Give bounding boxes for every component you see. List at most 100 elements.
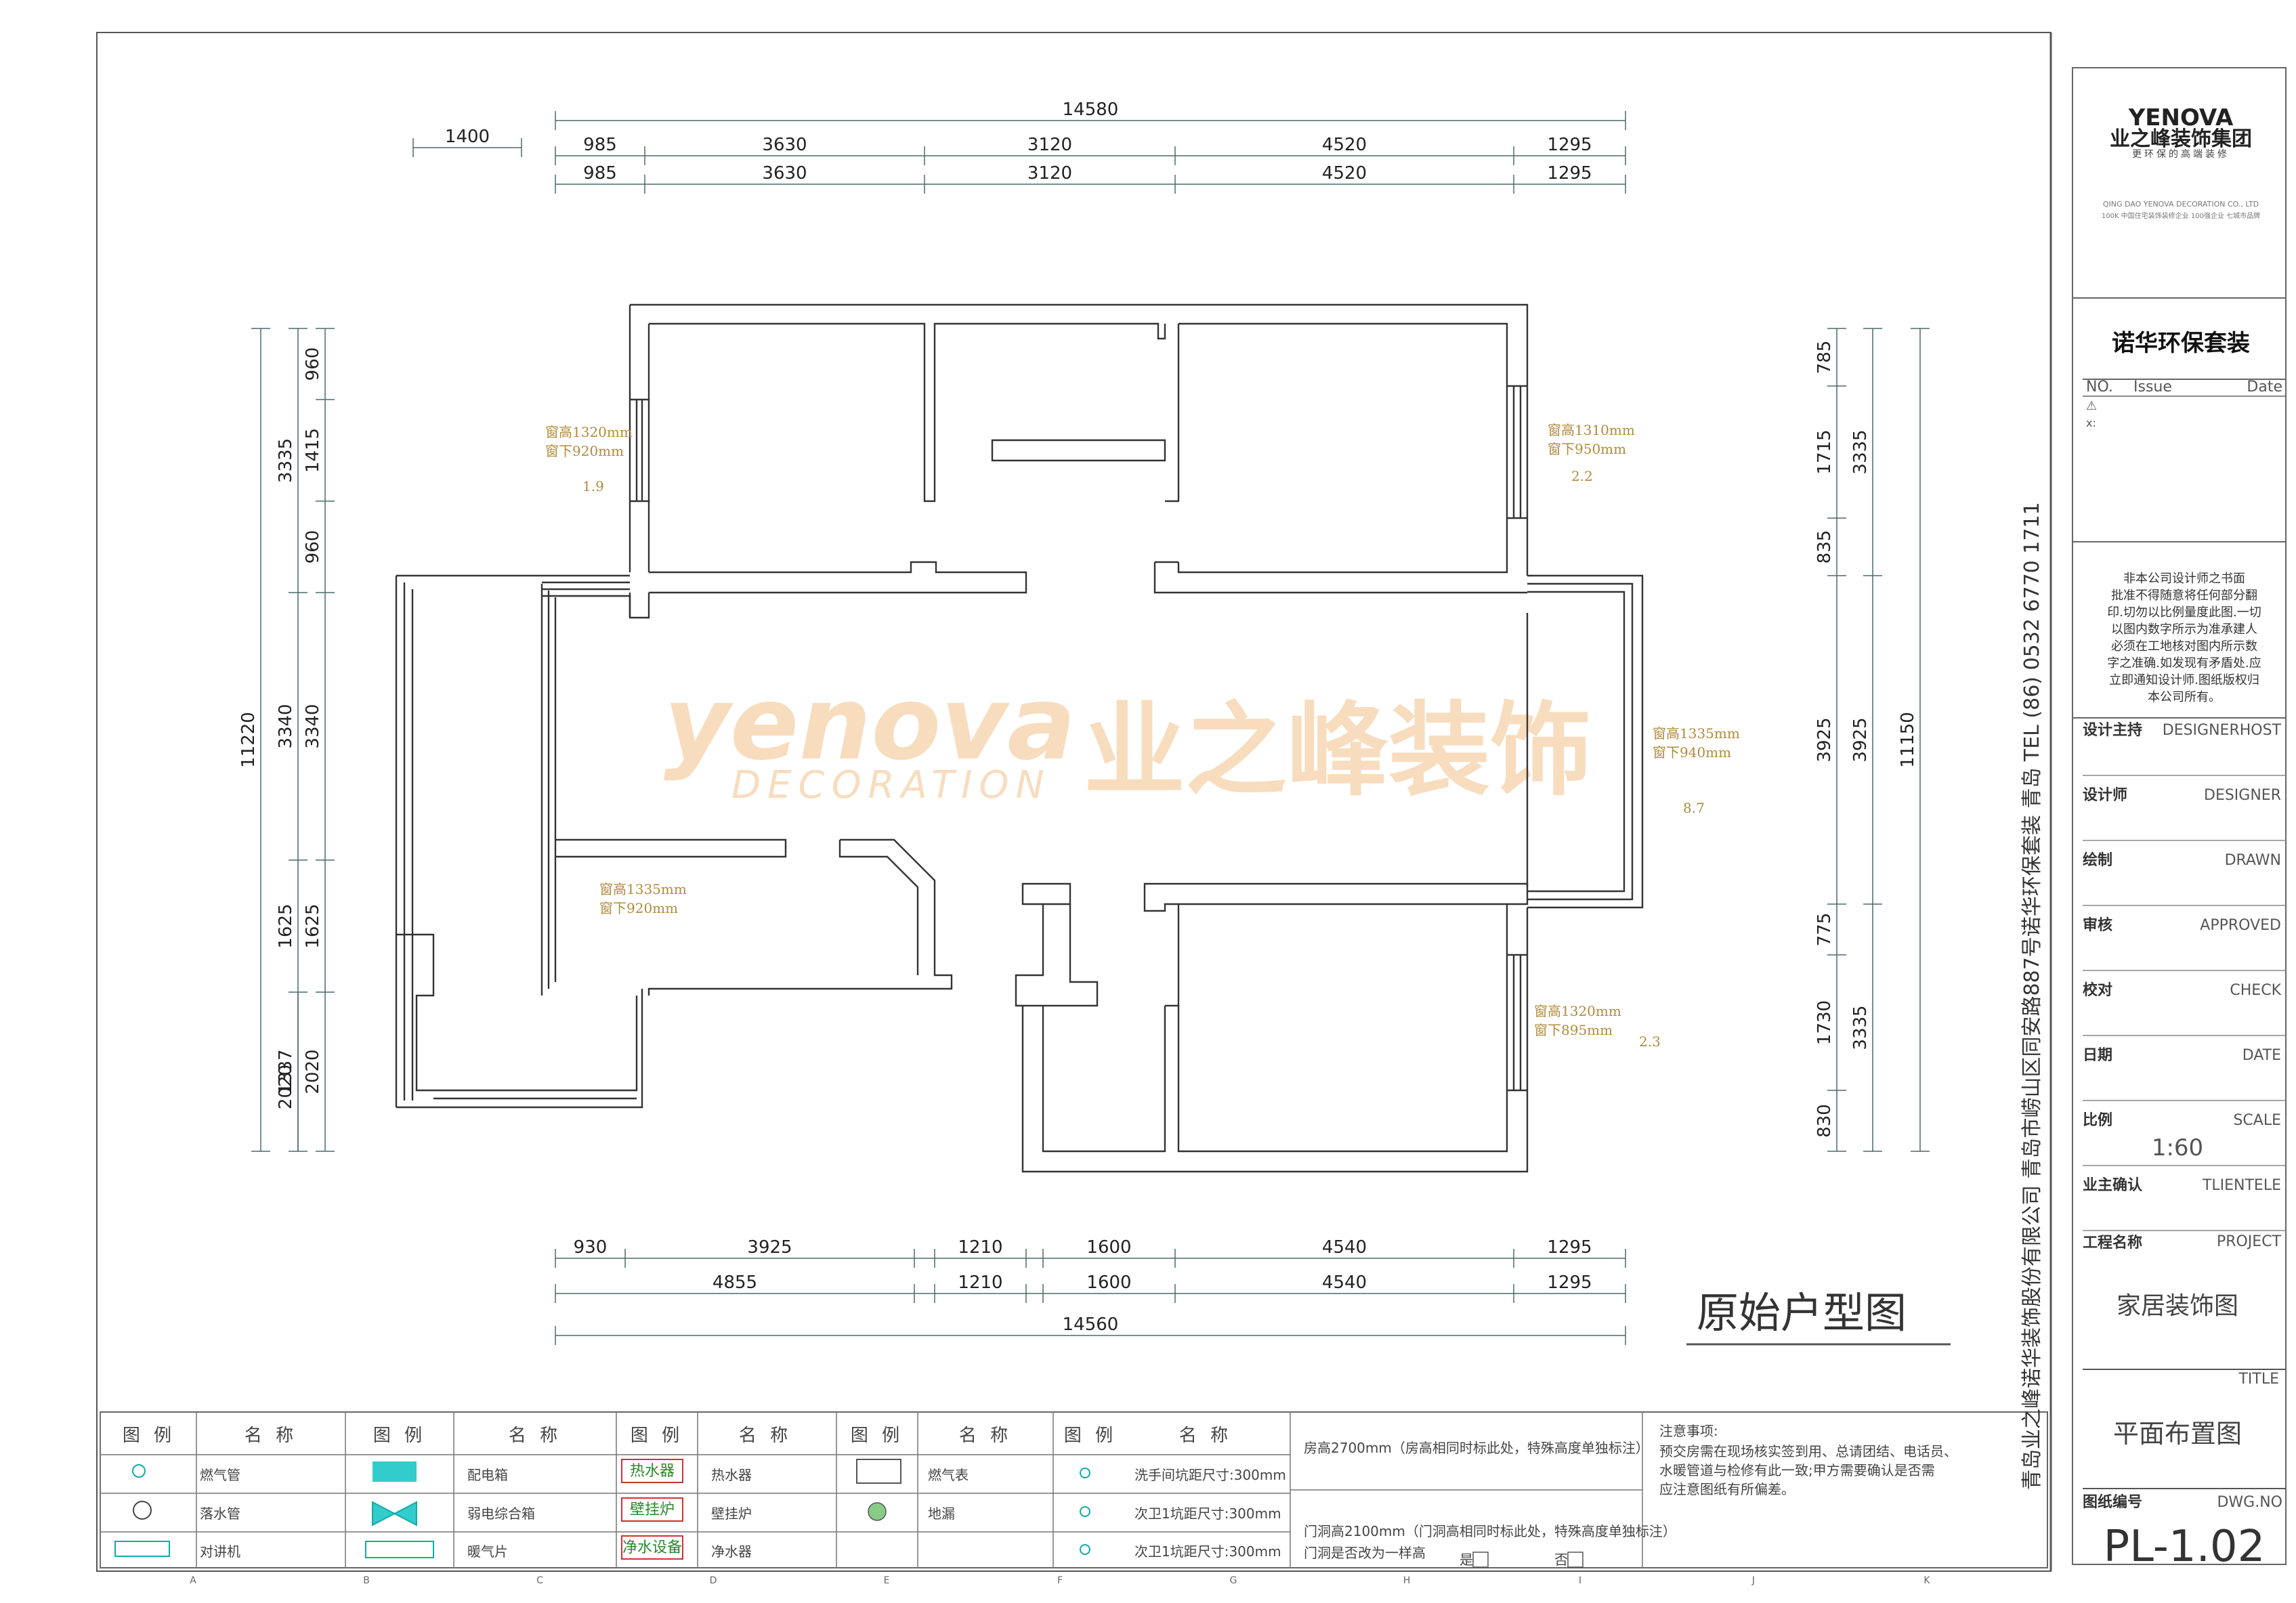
legend-boxed-frame-2: [621, 1497, 683, 1522]
radiator-icon: [365, 1541, 434, 1558]
dim-bottom-row1-label: 4540: [1322, 1237, 1367, 1258]
title-block-frame: [2072, 67, 2287, 1565]
room-area-5: 2.3: [1639, 1033, 1661, 1050]
dim-bottom-row2-label: 4540: [1322, 1273, 1367, 1293]
dim-left-overall-label: 11220: [238, 712, 259, 768]
dim-bottom-row1-label: 3925: [747, 1237, 792, 1258]
grid-letter-J: J: [1751, 1575, 1755, 1586]
dim-bottom-overall-label: 14560: [1063, 1315, 1119, 1335]
yes-label: 是: [1460, 1552, 1473, 1568]
window-height-5: 窗高1320mm: [1534, 1003, 1621, 1019]
title-row-cn-4: 审核: [2083, 916, 2112, 934]
drawing-no-label-cn: 图纸编号: [2083, 1493, 2142, 1511]
project-value: 家居装饰图: [2117, 1292, 2238, 1320]
issue-date: Date: [2247, 379, 2282, 396]
issue-label: Issue: [2133, 379, 2172, 396]
dim-right-col1-label: 775: [1814, 913, 1835, 947]
dim-bottom-row1-label: 1295: [1547, 1237, 1592, 1258]
legend-name-a-3: 对讲机: [200, 1543, 240, 1560]
dim-left-col1-label: 1625: [276, 903, 296, 948]
dim-right-col2-label: 3335: [1850, 429, 1871, 474]
dim-left-col2-label: 960: [303, 347, 323, 381]
window-sill-5: 窗下895mm: [1534, 1022, 1613, 1038]
title-row-cn-5: 校对: [2083, 981, 2112, 999]
legend-header-6: 图 例: [851, 1426, 903, 1446]
logo-cn: 业之峰装饰集团: [2110, 127, 2252, 151]
no-checkbox[interactable]: [1567, 1552, 1583, 1568]
window-annotations: 窗高1320mm窗下920mm1.9窗高1310mm窗下950mm2.2窗高13…: [545, 422, 1740, 1050]
notice-line-5: 必须在工地核对图内所示数: [2111, 639, 2257, 654]
title-row-en-1: DESIGNERHOST: [2163, 722, 2282, 739]
title-row-en-8: TLIENTELE: [2202, 1177, 2281, 1194]
walls: [395, 303, 1644, 1173]
notice-line-8: 本公司所有。: [2148, 690, 2221, 704]
dim-top-row2-label: 3630: [762, 163, 807, 184]
logo-en: YENOVA: [2128, 104, 2234, 131]
legend-name-c-3: 净水器: [711, 1543, 752, 1560]
yes-checkbox[interactable]: [1472, 1552, 1489, 1568]
grid-letter-D: D: [710, 1575, 717, 1586]
toilet-pit-icon-3: [1080, 1544, 1090, 1555]
floor-drain-icon: [868, 1502, 887, 1521]
drain-pipe-icon: [133, 1501, 152, 1520]
grid-letter-A: A: [190, 1575, 196, 1586]
drawing-no-label-en: DWG.NO: [2217, 1494, 2282, 1511]
dim-right-col2-label: 3925: [1850, 717, 1871, 762]
title-row-en-2: DESIGNER: [2204, 787, 2281, 804]
dim-right-overall-label: 11150: [1898, 712, 1918, 768]
legend-name-c-2: 壁挂炉: [711, 1505, 752, 1522]
legend-header-1: 名 称: [245, 1426, 297, 1446]
legend-header-5: 名 称: [739, 1426, 792, 1446]
dim-left-2020-a: 2020: [276, 1065, 296, 1109]
dim-bottom-row1-label: 1210: [958, 1237, 1002, 1258]
title-block: YENOVA 业之峰装饰集团 更环保的高端装修 QING DAO YENOVA …: [2072, 104, 2286, 1572]
notice-line-3: 印.切勿以比例量度此图.一切: [2107, 605, 2261, 620]
legend-boxed-label-2: 壁挂炉: [630, 1501, 675, 1518]
dim-top-row1-label: 3120: [1027, 135, 1072, 155]
inner-frame: [96, 32, 2051, 1572]
legend-header-8: 图 例: [1064, 1426, 1117, 1446]
note-door-question: 门洞是否改为一样高: [1304, 1545, 1426, 1561]
dim-right-col2-label: 3335: [1850, 1005, 1871, 1050]
room-area-1: 1.9: [582, 478, 604, 494]
dim-top-row1-label: 985: [583, 135, 617, 155]
legend-name-b-3: 暖气片: [467, 1543, 508, 1560]
dim-right-col1-label: 1730: [1814, 1000, 1835, 1045]
dim-bottom-row1-label: 1600: [1086, 1237, 1131, 1258]
grid-letter-C: C: [536, 1575, 543, 1586]
legend-name-c-1: 热水器: [711, 1467, 752, 1483]
grid-letter-B: B: [363, 1575, 370, 1586]
notice-line-2: 批准不得随意将任何部分翻: [2111, 589, 2257, 603]
window-height-3: 窗高1335mm: [1653, 725, 1740, 742]
title-label: TITLE: [2238, 1371, 2279, 1388]
legend-name-b-2: 弱电综合箱: [467, 1505, 535, 1522]
room-area-2: 2.2: [1571, 468, 1593, 484]
legend-header-7: 名 称: [959, 1426, 1012, 1446]
dim-top-left-label: 1400: [445, 127, 490, 147]
dim-top-row1-label: 3630: [762, 135, 807, 155]
title-row-cn-7: 比例: [2083, 1112, 2112, 1129]
legend-header-9: 名 称: [1179, 1426, 1232, 1446]
watermark-cn: 业之峰装饰: [1084, 692, 1592, 810]
window-sill-4: 窗下920mm: [599, 900, 678, 916]
legend-header-3: 名 称: [509, 1426, 561, 1446]
toilet-pit-icon-1: [1080, 1468, 1090, 1478]
title-row-en-4: APPROVED: [2200, 917, 2281, 934]
dim-top-row2-label: 4520: [1322, 163, 1367, 184]
grid-letter-H: H: [1403, 1575, 1411, 1586]
dim-top-row2-label: 3120: [1027, 163, 1072, 184]
watermark-en: yenova: [664, 665, 1076, 783]
revision-triangle-icon: ⚠: [2086, 399, 2097, 413]
dim-bottom-row2-label: 1210: [958, 1273, 1002, 1293]
notes-title: 注意事项:: [1659, 1423, 1718, 1439]
title-row-cn-1: 设计主持: [2083, 722, 2142, 739]
dim-bottom-row2-label: 1600: [1086, 1273, 1131, 1293]
notice-line-7: 立即通知设计师.图纸版权归: [2109, 673, 2259, 687]
title-row-en-6: DATE: [2242, 1047, 2281, 1064]
legend-name-d-2: 地漏: [928, 1505, 955, 1522]
dim-left-col2-label: 3340: [303, 704, 323, 748]
note-line-2: 水暖管道与检修有此一致;甲方需要确认是否需: [1659, 1462, 1935, 1478]
title-row-value-7: 1:60: [2152, 1134, 2203, 1161]
